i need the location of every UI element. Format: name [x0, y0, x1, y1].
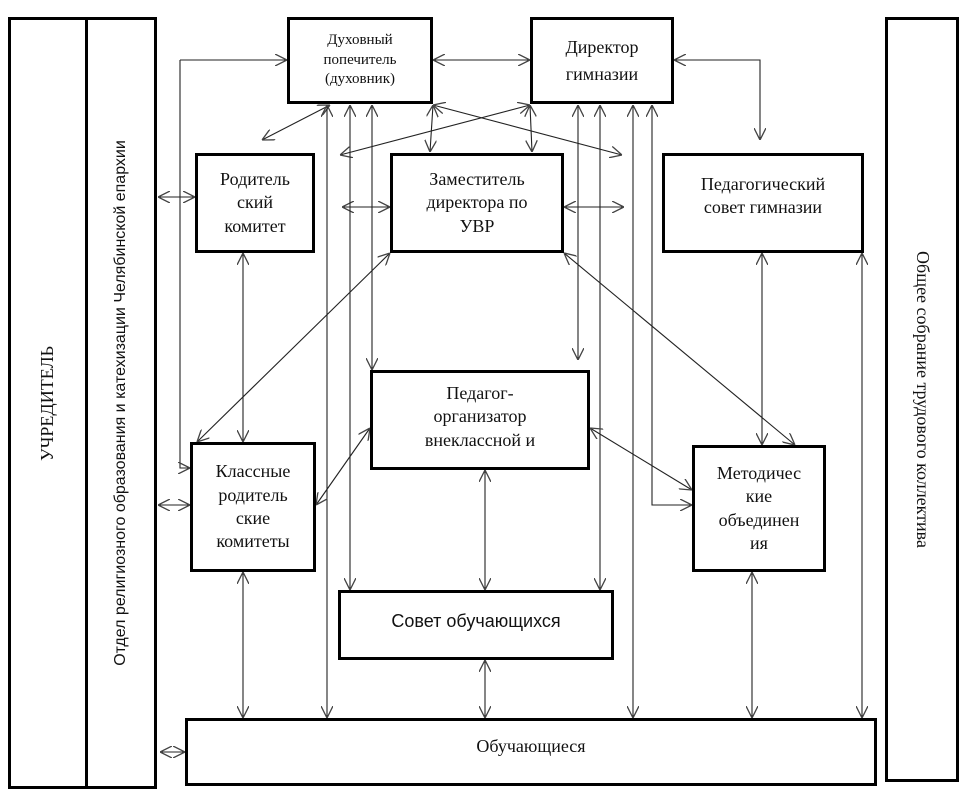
- spiritual-guardian-box: Духовный попечитель (духовник): [287, 17, 433, 104]
- students-label: Обучающиеся: [476, 736, 586, 756]
- pedagogical-council-box: Педагогический совет гимназии: [662, 153, 864, 253]
- director-box: Директор гимназии: [530, 17, 674, 104]
- connector-director-methodical: [652, 105, 692, 505]
- department-label: Отдел религиозного образования и катехиз…: [112, 140, 130, 666]
- founder-label: УЧРЕДИТЕЛЬ: [37, 345, 58, 461]
- connector-class-organizer: [316, 428, 370, 505]
- founder-panel: УЧРЕДИТЕЛЬ: [8, 17, 88, 789]
- deputy-director-label: Заместитель директора по УВР: [426, 168, 528, 236]
- connector-director-council: [674, 60, 760, 140]
- class-parent-committees-label: Классные родитель ские комитеты: [215, 461, 291, 552]
- organizer-box: Педагог- организатор внеклассной и: [370, 370, 590, 470]
- connector-department-class: [180, 60, 190, 468]
- connector-organizer-methodical: [590, 428, 692, 490]
- connector-deputy-class: [197, 253, 390, 442]
- connector-spiritual-right: [433, 105, 622, 155]
- deputy-director-box: Заместитель директора по УВР: [390, 153, 564, 253]
- connector-deputy-methodical: [564, 253, 795, 445]
- methodical-associations-box: Методичес кие объединен ия: [692, 445, 826, 572]
- connector-spiritual-parent: [262, 105, 330, 140]
- students-box: Обучающиеся: [185, 718, 877, 786]
- spiritual-guardian-label: Духовный попечитель (духовник): [323, 32, 397, 88]
- student-council-label: Совет обучающихся: [391, 611, 561, 632]
- parent-committee-box: Родитель ский комитет: [195, 153, 315, 253]
- connector-spiritual-deputy: [430, 105, 433, 152]
- methodical-associations-label: Методичес кие объединен ия: [716, 462, 802, 553]
- connector-director-deputy: [530, 105, 532, 152]
- pedagogical-council-label: Педагогический совет гимназии: [700, 173, 826, 217]
- student-council-box: Совет обучающихся: [338, 590, 614, 660]
- assembly-label: Общее собрание трудового коллектива: [912, 251, 933, 548]
- parent-committee-label: Родитель ский комитет: [220, 168, 290, 236]
- director-label: Директор гимназии: [565, 37, 639, 84]
- department-panel: Отдел религиозного образования и катехиз…: [85, 17, 157, 789]
- assembly-panel: Общее собрание трудового коллектива: [885, 17, 959, 782]
- class-parent-committees-box: Классные родитель ские комитеты: [190, 442, 316, 572]
- connector-director-left: [340, 105, 530, 155]
- organizer-label: Педагог- организатор внеклассной и: [424, 382, 536, 450]
